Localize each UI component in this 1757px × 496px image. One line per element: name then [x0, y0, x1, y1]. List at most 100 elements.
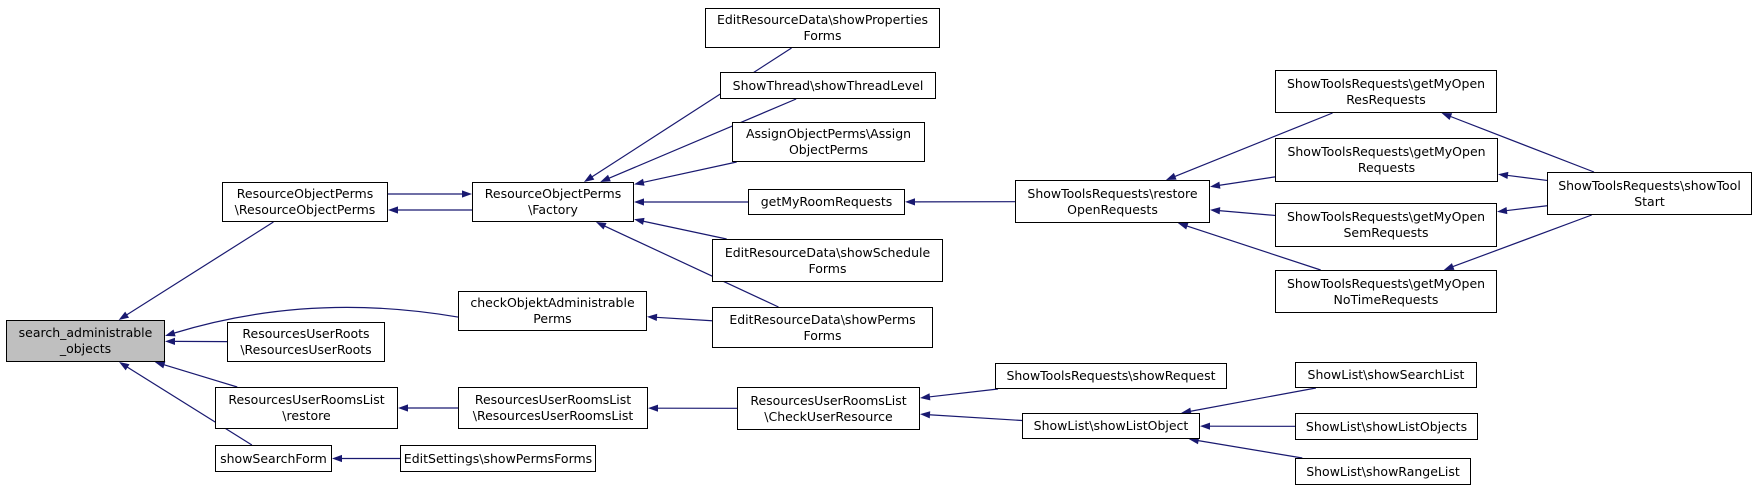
arrowhead-showThreadLevel-factory: [600, 174, 611, 182]
edge-checkObjekt-search: [173, 306, 459, 334]
node-label: ShowList\showSearchList: [1307, 367, 1465, 382]
arrowhead-rop-search: [118, 311, 130, 320]
edge-showToolStart-getMyOpenNoTime: [1452, 214, 1592, 268]
arrowhead-showPermsForms-factory: [595, 222, 607, 230]
arrowhead-resourcesUserRoots-search: [165, 337, 176, 346]
node-editSettingsPerms[interactable]: EditSettings\showPermsForms: [400, 445, 596, 472]
edge-rurlRestore-search: [163, 364, 238, 388]
arrowhead-rurlCheck-rurlSelf: [648, 404, 659, 412]
node-label: ShowToolsRequests\getMyOpen: [1286, 75, 1486, 91]
node-label: Start: [1634, 193, 1665, 209]
arrowhead-showScheduleForms-factory: [634, 217, 645, 225]
node-rurlCheck[interactable]: ResourcesUserRoomsList\CheckUserResource: [737, 387, 920, 430]
node-showSearchList[interactable]: ShowList\showSearchList: [1295, 362, 1477, 388]
node-label: ShowToolsRequests\showRequest: [1006, 368, 1216, 383]
edge-showPermsForms-factory: [603, 225, 779, 308]
arrowhead-showListObject-rurlCheck: [920, 411, 931, 419]
edge-rop-search: [125, 221, 274, 316]
node-showListObjects[interactable]: ShowList\showListObjects: [1295, 413, 1478, 440]
node-label: getMyRoomRequests: [760, 194, 893, 209]
node-getMyRoomRequests[interactable]: getMyRoomRequests: [748, 189, 905, 215]
arrowhead-getMyRoomRequests-factory: [634, 198, 644, 206]
node-label: SemRequests: [1343, 225, 1429, 240]
arrowhead-showListObjects-showListObject: [1200, 422, 1211, 430]
node-rurlSelf[interactable]: ResourcesUserRoomsList\ResourcesUserRoom…: [458, 387, 648, 429]
node-label: EditResourceData\showPerms: [729, 311, 916, 327]
arrowhead-getMyOpenReq-restoreOpen: [1210, 181, 1221, 189]
arrowhead-editSettingsPerms-showSearchForm: [332, 454, 342, 463]
node-label: \ResourceObjectPerms: [234, 202, 376, 217]
edge-showPropertiesForms-factory: [591, 47, 792, 178]
node-label: \ResourcesUserRoomsList: [472, 408, 634, 423]
arrowhead-showToolStart-getMyOpenNoTime: [1443, 263, 1455, 270]
node-label: AssignObjectPerms\Assign: [745, 126, 912, 141]
edge-showRequest-rurlCheck: [928, 388, 999, 398]
node-label: checkObjektAdministrable: [470, 295, 635, 310]
node-label: _objects: [59, 341, 112, 356]
node-label: ResourcesUserRoomsList: [474, 392, 632, 407]
node-rop[interactable]: ResourceObjectPerms\ResourceObjectPerms: [222, 182, 388, 222]
edge-showPermsForms-checkObjekt: [655, 316, 713, 322]
node-label: Perms: [533, 311, 572, 326]
node-label: ShowList\showRangeList: [1306, 463, 1460, 479]
node-label: search_administrable: [18, 325, 153, 340]
arrowhead-showPermsForms-checkObjekt: [647, 313, 658, 321]
node-showListObject[interactable]: ShowList\showListObject: [1022, 413, 1200, 439]
arrowhead-showToolStart-getMyOpenRes: [1441, 113, 1453, 120]
arrowhead-getMyOpenNoTime-restoreOpen: [1177, 222, 1189, 230]
node-rurlRestore[interactable]: ResourcesUserRoomsList\restore: [215, 387, 398, 429]
edge-showSearchList-showListObject: [1189, 387, 1317, 412]
node-label: ShowToolsRequests\getMyOpen: [1286, 275, 1486, 291]
arrowhead-rop-factory: [462, 190, 472, 198]
node-label: ShowList\showListObjects: [1305, 418, 1468, 434]
edge-getMyOpenRes-restoreOpen: [1174, 112, 1333, 178]
arrowhead-showRequest-rurlCheck: [920, 393, 931, 401]
node-showRequest[interactable]: ShowToolsRequests\showRequest: [995, 363, 1227, 389]
arrowhead-showPropertiesForms-factory: [583, 173, 595, 182]
edge-showToolStart-getMyOpenReq: [1506, 174, 1548, 182]
node-showRangeList[interactable]: ShowList\showRangeList: [1295, 458, 1471, 485]
node-label: EditSettings\showPermsForms: [403, 450, 593, 466]
node-label: EditResourceData\showProperties: [716, 12, 929, 27]
node-label: ResourceObjectPerms: [236, 186, 374, 201]
node-label: EditResourceData\showSchedule: [724, 244, 931, 260]
node-label: NoTimeRequests: [1333, 291, 1439, 307]
arrowhead-showToolStart-getMyOpenSem: [1497, 206, 1508, 215]
node-label: \ResourcesUserRoots: [240, 342, 372, 357]
edge-assignObjectPerms-factory: [642, 161, 737, 184]
node-resourcesUserRoots[interactable]: ResourcesUserRoots\ResourcesUserRoots: [227, 322, 385, 362]
node-label: Forms: [808, 260, 847, 276]
node-label: \restore: [282, 408, 331, 423]
arrowhead-rurlSelf-rurlRestore: [398, 404, 408, 412]
edge-getMyOpenSem-restoreOpen: [1218, 210, 1276, 217]
node-label: ShowToolsRequests\getMyOpen: [1287, 144, 1486, 159]
arrowhead-showSearchList-showListObject: [1181, 407, 1192, 415]
node-label: Forms: [803, 327, 842, 343]
node-label: Requests: [1357, 160, 1416, 175]
node-label: \Factory: [528, 202, 578, 217]
node-showSearchForm[interactable]: showSearchForm: [215, 445, 332, 472]
node-label: ObjectPerms: [788, 142, 869, 157]
arrowhead-getMyOpenSem-restoreOpen: [1210, 207, 1221, 215]
node-label: Forms: [803, 28, 842, 43]
node-showThreadLevel[interactable]: ShowThread\showThreadLevel: [720, 72, 936, 99]
node-label: ShowList\showListObject: [1033, 418, 1189, 433]
edge-getMyOpenNoTime-restoreOpen: [1186, 225, 1321, 271]
node-search: search_administrable_objects: [6, 320, 165, 362]
arrowhead-checkObjekt-search: [165, 329, 176, 337]
node-label: ShowToolsRequests\restore: [1027, 185, 1198, 201]
node-label: ResRequests: [1346, 91, 1426, 107]
node-factory[interactable]: ResourceObjectPerms\Factory: [472, 182, 634, 222]
